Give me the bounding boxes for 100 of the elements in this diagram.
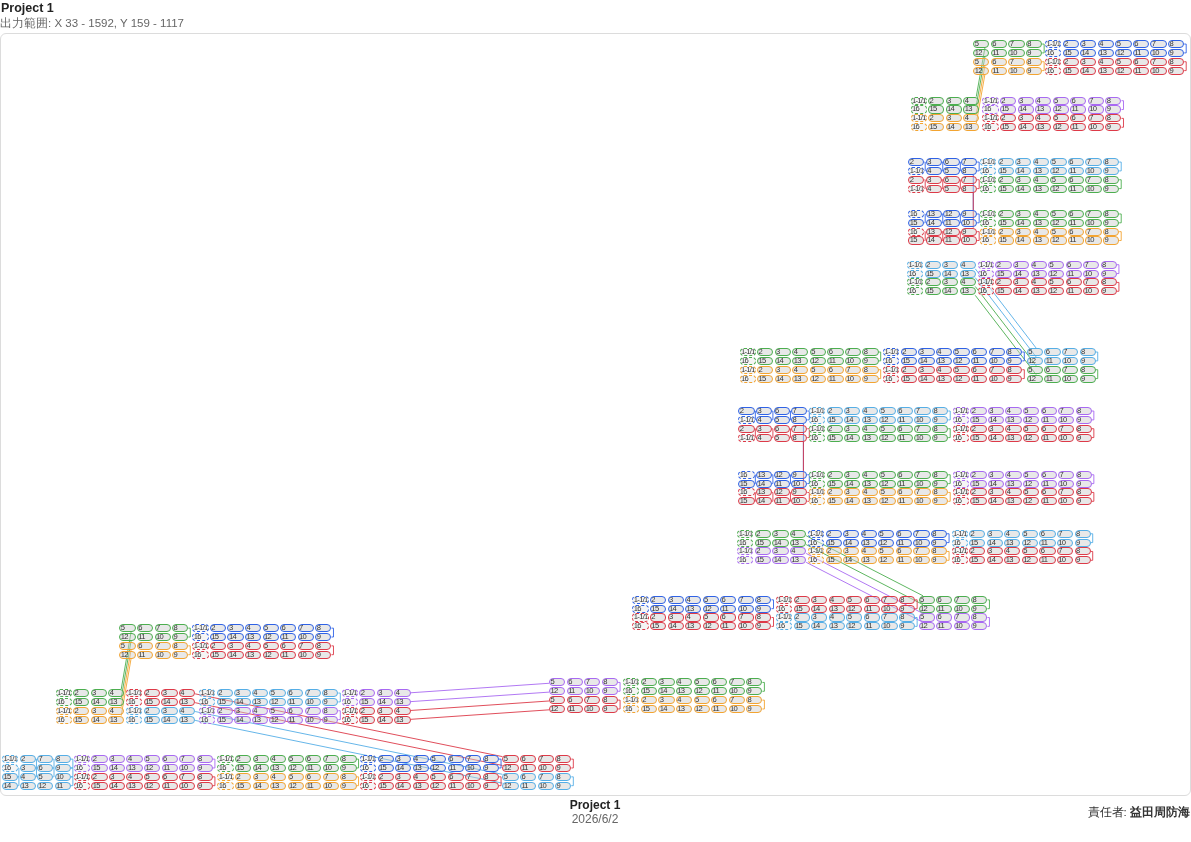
- string-cable: [947, 428, 951, 439]
- string-cable: [356, 758, 359, 769]
- string-cable: [805, 553, 924, 614]
- string-cable: [924, 231, 926, 241]
- string-cable: [35, 767, 37, 778]
- string-cable: [1041, 61, 1045, 72]
- string-cable: [1121, 117, 1124, 128]
- string-cable: [789, 474, 791, 485]
- string-cable: [498, 776, 502, 787]
- string-cable: [986, 617, 990, 627]
- string-cable: [806, 410, 810, 421]
- string-cable: [1091, 492, 1095, 502]
- string-cable: [976, 231, 980, 241]
- string-cable: [761, 681, 765, 692]
- string-cable: [17, 776, 20, 787]
- string-cable: [941, 213, 944, 224]
- date-text: 2026/6/2: [571, 812, 619, 826]
- string-cable: [947, 410, 951, 421]
- string-cable: [959, 213, 961, 224]
- string-cable: [120, 649, 132, 708]
- string-cable: [805, 561, 924, 623]
- string-cable: [17, 767, 20, 778]
- string-cable: [1091, 474, 1095, 485]
- string-cable: [941, 231, 944, 241]
- string-cable: [805, 535, 924, 597]
- string-cable: [1021, 351, 1025, 362]
- string-cable: [1095, 369, 1099, 380]
- string-cable: [976, 213, 980, 224]
- string-cable: [498, 758, 502, 769]
- string-cable: [1118, 161, 1122, 172]
- string-cable: [35, 758, 37, 769]
- string-cable: [570, 758, 574, 769]
- string-cable: [410, 709, 550, 720]
- string-cable: [975, 65, 986, 115]
- string-cable: [754, 492, 756, 502]
- string-cable: [1116, 281, 1120, 292]
- string-cable: [410, 700, 550, 711]
- string-cable: [52, 767, 55, 778]
- string-cable: [120, 640, 132, 699]
- string-cable: [959, 231, 961, 241]
- string-cable: [947, 492, 951, 502]
- string-cable: [570, 776, 574, 787]
- string-cable: [771, 617, 774, 627]
- string-cable: [337, 710, 341, 721]
- string-cable: [356, 776, 359, 787]
- string-cable: [187, 627, 191, 638]
- string-cable: [975, 56, 986, 106]
- string-cable: [212, 776, 216, 787]
- string-cable: [771, 599, 774, 610]
- string-cable: [410, 682, 550, 694]
- string-cable: [1021, 369, 1025, 380]
- string-cable: [1116, 264, 1120, 274]
- string-cable: [212, 758, 216, 769]
- string-cable: [789, 492, 791, 502]
- string-cable: [974, 277, 1037, 358]
- string-cable: [924, 161, 926, 172]
- string-cable: [789, 428, 791, 439]
- string-cable: [959, 179, 961, 190]
- string-cable: [771, 410, 774, 421]
- string-cable: [337, 692, 341, 703]
- string-cable: [986, 599, 990, 610]
- string-cable: [617, 699, 621, 710]
- string-cable: [754, 410, 756, 421]
- string-cable: [914, 599, 918, 610]
- string-cable: [914, 617, 918, 627]
- string-cable: [1091, 428, 1095, 439]
- string-cable: [946, 533, 950, 544]
- string-cable: [617, 681, 621, 692]
- string-cable: [941, 161, 944, 172]
- string-cable: [975, 74, 986, 124]
- string-cable: [771, 492, 774, 502]
- string-cable: [70, 758, 74, 769]
- string-cable: [947, 474, 951, 485]
- string-cable: [802, 441, 804, 489]
- string-cable: [1118, 213, 1122, 224]
- string-cable: [194, 711, 503, 775]
- footer-title: Project 1: [569, 798, 621, 812]
- string-cable: [1183, 61, 1187, 72]
- string-cable: [974, 268, 1037, 349]
- string-cable: [194, 693, 503, 758]
- string-cable: [1095, 351, 1099, 362]
- string-cable: [878, 351, 882, 362]
- string-cable: [1121, 100, 1124, 110]
- string-cable: [806, 492, 810, 502]
- string-cable: [120, 631, 132, 690]
- responsible-person-text: 責任者: 益田周防海: [1087, 805, 1190, 820]
- string-cable: [1183, 43, 1187, 54]
- string-cable: [976, 161, 980, 172]
- string-cable: [194, 719, 503, 784]
- string-cable: [806, 474, 810, 485]
- string-cable: [1090, 551, 1094, 561]
- string-cable: [761, 699, 765, 710]
- string-cable: [771, 474, 774, 485]
- string-cable: [946, 551, 950, 561]
- string-cable: [1041, 43, 1045, 54]
- page-title: Project 1: [1, 1, 54, 15]
- string-cable: [771, 428, 774, 439]
- string-cable: [331, 645, 334, 656]
- string-cable: [972, 192, 974, 229]
- string-cable: [52, 758, 55, 769]
